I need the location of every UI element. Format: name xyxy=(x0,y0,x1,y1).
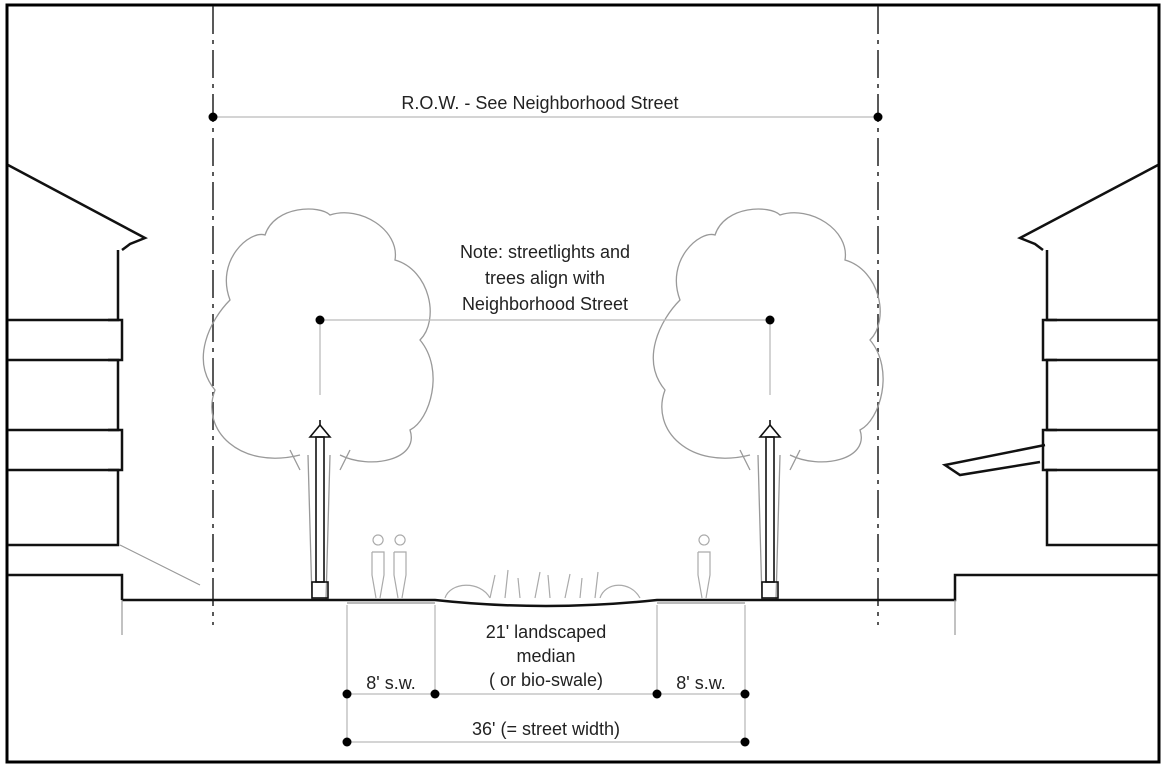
ground-line xyxy=(122,598,950,608)
streetlight-left xyxy=(308,420,332,599)
row-dimension xyxy=(208,112,883,122)
street-dimensions xyxy=(342,605,750,747)
building-left xyxy=(7,163,201,635)
pedestrians xyxy=(371,534,711,599)
row-boundary-lines xyxy=(212,6,879,625)
street-width-label: 36' (= street width) xyxy=(472,719,620,739)
building-right xyxy=(941,163,1159,635)
svg-text:trees align with: trees align with xyxy=(485,268,605,288)
streetlight-spacing-dimension xyxy=(315,315,775,395)
note-text: Note: streetlights and trees align with … xyxy=(460,242,630,314)
median-label: 21' landscaped median ( or bio-swale) xyxy=(486,622,607,690)
median-planting xyxy=(444,569,641,599)
sidewalk-right-label: 8' s.w. xyxy=(676,673,725,693)
tree-left xyxy=(202,208,434,601)
svg-text:( or bio-swale): ( or bio-swale) xyxy=(489,670,603,690)
svg-text:21' landscaped: 21' landscaped xyxy=(486,622,607,642)
svg-text:Neighborhood Street: Neighborhood Street xyxy=(462,294,628,314)
tree-right xyxy=(652,208,884,601)
row-label: R.O.W. - See Neighborhood Street xyxy=(401,93,678,113)
svg-text:median: median xyxy=(516,646,575,666)
sidewalk-left-label: 8' s.w. xyxy=(366,673,415,693)
streetlight-right xyxy=(758,420,782,599)
svg-text:Note: streetlights and: Note: streetlights and xyxy=(460,242,630,262)
frame xyxy=(5,3,1161,764)
